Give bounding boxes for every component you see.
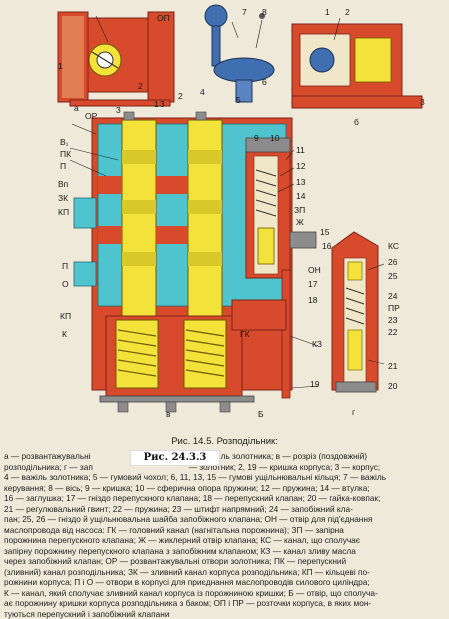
- label-23: 23: [388, 316, 397, 325]
- label-g: г: [352, 408, 355, 417]
- label-26: 26: [388, 258, 397, 267]
- label-24: 24: [388, 292, 397, 301]
- label-5: 5: [236, 96, 241, 105]
- label-pk: ПК: [60, 150, 71, 159]
- legend-line: рожнини корпуса; П і О — отвори в корпус…: [4, 577, 445, 588]
- label-op: ОП: [157, 14, 170, 23]
- label-18: 18: [308, 296, 317, 305]
- legend-line: ає порожнину кришки корпуса розподільник…: [4, 598, 445, 609]
- label-2b: 2: [138, 82, 143, 91]
- legend-line: (зливний) канал розподільника; ЗК — злив…: [4, 567, 445, 578]
- legend-line: 21 — регулювальний гвинт; 22 — пружина; …: [4, 504, 445, 515]
- label-25: 25: [388, 272, 397, 281]
- label-b-hole: Б: [258, 410, 264, 419]
- label-16: 16: [322, 242, 331, 251]
- label-17: 17: [308, 280, 317, 289]
- label-p2: П: [62, 262, 68, 271]
- label-or: ОР: [85, 112, 97, 121]
- label-zk: ЗК: [58, 194, 68, 203]
- legend-line: пан; 25, 26 — гніздо й ущільнювальна шай…: [4, 514, 445, 525]
- label-21: 21: [388, 362, 397, 371]
- label-vp: Вп: [58, 180, 68, 189]
- label-19: 19: [310, 380, 319, 389]
- label-3c: 3: [116, 106, 121, 115]
- label-v1: В₁: [60, 138, 69, 147]
- label-zh: Ж: [296, 218, 304, 227]
- label-kz: КЗ: [312, 340, 322, 349]
- legend-line: керування; 8 — вісь; 9 — кришка; 10 — сф…: [4, 483, 445, 494]
- legend-line: маслопровода від насоса: ГК — головний к…: [4, 525, 445, 536]
- label-2c: 2: [178, 92, 183, 101]
- view-g-drawing: [332, 232, 378, 392]
- label-9: 9: [254, 134, 259, 143]
- view-a-drawing: [58, 12, 174, 106]
- label-6: 6: [262, 78, 267, 87]
- label-3: 3: [420, 98, 425, 107]
- label-on: ОН: [308, 266, 321, 275]
- label-20: 20: [388, 382, 397, 391]
- label-k: К: [62, 330, 67, 339]
- label-1c: 1: [154, 100, 159, 109]
- label-b: б: [354, 118, 359, 127]
- label-3b: 3: [160, 100, 165, 109]
- label-8: 8: [262, 8, 267, 17]
- legend-line: туються перепускний і запобіжний клапани: [4, 609, 445, 619]
- label-kp: КП: [58, 208, 69, 217]
- label-15: 15: [320, 228, 329, 237]
- label-1b: 1: [58, 62, 63, 71]
- label-pr: ПР: [388, 304, 400, 313]
- legend-line: порожнина перепускного клапана; Ж — жикл…: [4, 535, 445, 546]
- view-b-drawing: [205, 5, 422, 108]
- label-22: 22: [388, 328, 397, 337]
- label-a: а: [74, 104, 79, 113]
- label-ks: КС: [388, 242, 399, 251]
- legend-line: 16 — заглушка; 17 — гніздо перепускного …: [4, 493, 445, 504]
- label-zp: ЗП: [294, 206, 305, 215]
- legend-line: К — канал, який сполучає зливний канал к…: [4, 588, 445, 599]
- label-14: 14: [296, 192, 305, 201]
- label-v: в: [166, 410, 171, 419]
- legend-line: 4 — важіль золотника; 5 — гумовий чохол;…: [4, 472, 445, 483]
- label-p: П: [60, 162, 66, 171]
- legend-line: через запобіжний клапан; ОР — розвантажу…: [4, 556, 445, 567]
- label-10: 10: [270, 134, 279, 143]
- legend-line: запірну порожнину перепускного клапана з…: [4, 546, 445, 557]
- legend-line: розподільника; г — зап— золотник; 2, 19 …: [4, 462, 445, 473]
- figure-caption: Рис. 14.5. Розподільник:: [0, 436, 449, 447]
- label-4: 4: [200, 88, 205, 97]
- label-1a: 1: [325, 8, 330, 17]
- label-gk: ГК: [240, 330, 250, 339]
- label-o: О: [62, 280, 69, 289]
- label-12: 12: [296, 162, 305, 171]
- label-13: 13: [296, 178, 305, 187]
- label-11: 11: [296, 146, 305, 155]
- label-7: 7: [242, 8, 247, 17]
- label-2a: 2: [345, 8, 350, 17]
- label-kp2: КП: [60, 312, 71, 321]
- main-section-drawing: [74, 112, 316, 412]
- figure-stamp: Рис. 24.3.3: [130, 450, 220, 466]
